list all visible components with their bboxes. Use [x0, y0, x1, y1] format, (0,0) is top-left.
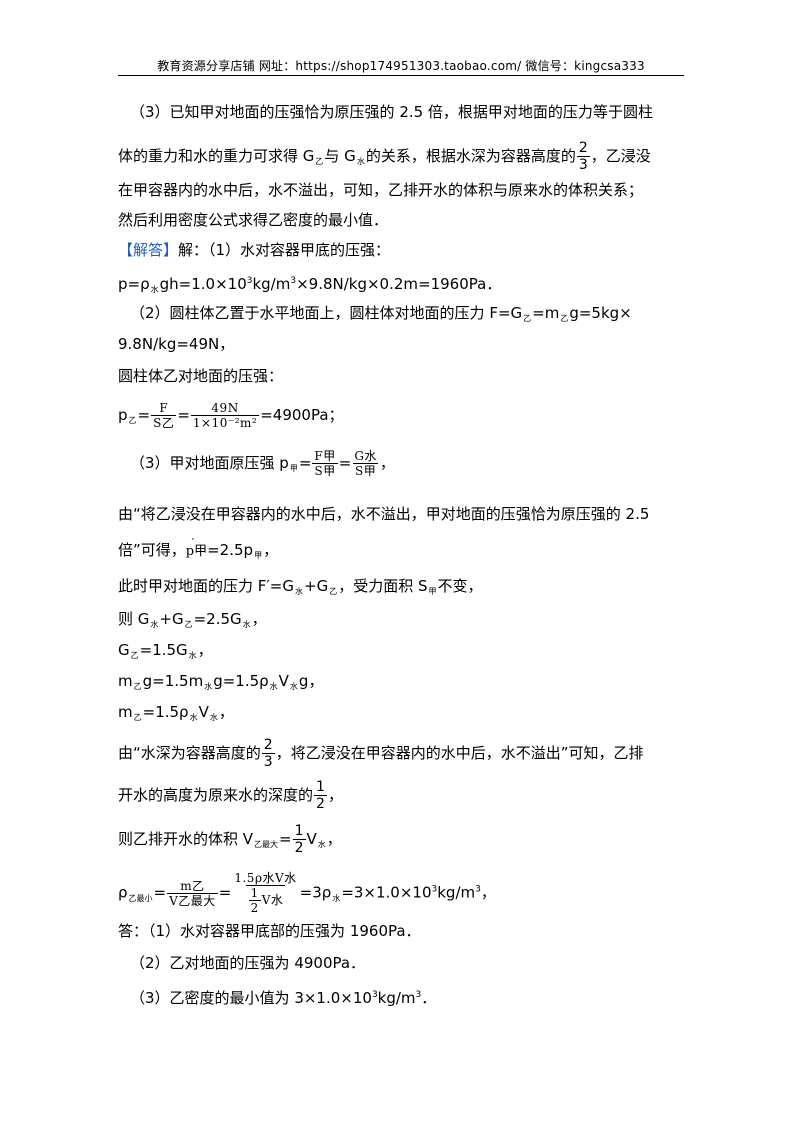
solution-line-5: 【解答】解：（1）水对容器甲底的压强：: [118, 241, 391, 259]
p-prime-symbol: p甲′: [185, 536, 208, 559]
analysis-line-4: 然后利用密度公式求得乙密度的最小值．: [118, 211, 389, 229]
analysis-line-1: （3）已知甲对地面的压强恰为原压强的 2.5 倍，根据甲对地面的压力等于圆柱: [130, 103, 653, 121]
solution-line-17: m乙g=1.5m水g=1.5ρ水V水g，: [118, 672, 324, 691]
analysis-line-3: 在甲容器内的水中后，水不溢出，可知，乙排开水的体积与原来水的体积关系；: [118, 181, 644, 199]
solution-line-8: 9.8N/kg=49N，: [118, 335, 235, 353]
solution-line-12: 由“将乙浸没在甲容器内的水中后，水不溢出，甲对地面的压强恰为原压强的 2.5: [118, 505, 650, 523]
answer-line-2: （2）乙对地面的压强为 4900Pa．: [130, 954, 366, 972]
page-header: 教育资源分享店铺 网址：https://shop174951303.taobao…: [157, 59, 645, 73]
header-divider: [118, 75, 684, 76]
solution-line-14: 此时甲对地面的压力 F′=G水+G乙，受力面积 S甲不变，: [118, 577, 483, 596]
solution-line-13: 倍”可得，p甲′=2.5p甲，: [118, 536, 279, 560]
solution-line-15: 则 G水+G乙=2.5G水，: [118, 610, 267, 629]
solution-line-6: p=ρ水gh=1.0×103kg/m3×9.8N/kg×0.2m=1960Pa．: [118, 275, 502, 294]
solution-tag: 【解答】: [118, 241, 179, 259]
solution-line-18: m乙=1.5ρ水V水，: [118, 703, 234, 722]
solution-line-7: （2）圆柱体乙置于水平地面上，圆柱体对地面的压力 F=G乙=m乙g=5kg×: [130, 304, 632, 323]
solution-line-16: G乙=1.5G水，: [118, 641, 213, 660]
answer-line-3: （3）乙密度的最小值为 3×1.0×103kg/m3．: [130, 989, 437, 1007]
answer-line-1: 答：（1）水对容器甲底部的压强为 1960Pa．: [118, 922, 421, 940]
solution-line-9: 圆柱体乙对地面的压强：: [118, 367, 284, 385]
